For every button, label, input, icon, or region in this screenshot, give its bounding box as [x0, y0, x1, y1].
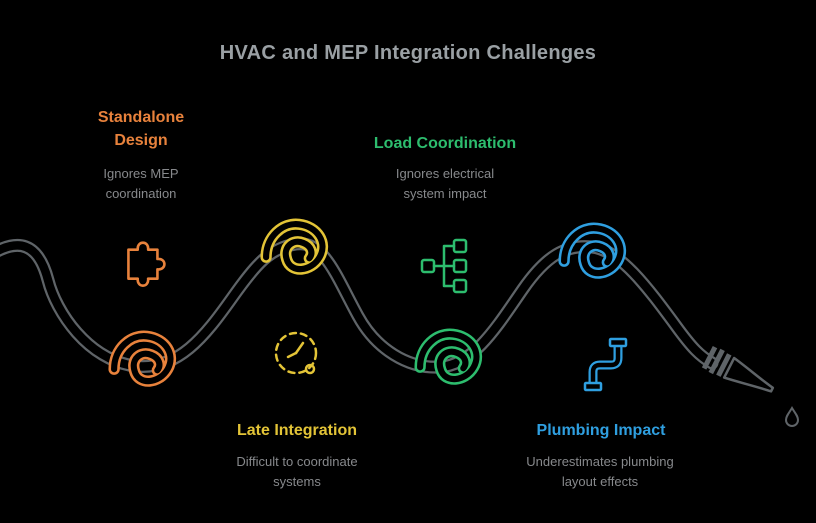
milestone-subtitle-late-integration: Difficult to coordinate systems: [236, 454, 358, 489]
milestone-subtitle-standalone-design: Ignores MEP coordination: [103, 166, 179, 201]
hose-loop-icon: [108, 330, 177, 387]
milestone-subtitle-load-coordination: Ignores electrical system impact: [395, 166, 495, 201]
nozzle-icon: [701, 345, 775, 393]
milestone-title-standalone-design: Standalone Design: [97, 109, 185, 150]
page-title: HVAC and MEP Integration Challenges: [219, 42, 597, 64]
milestone-title-load-coordination: Load Coordination: [373, 135, 517, 152]
milestone-subtitle-plumbing-impact: Underestimates plumbing layout effects: [526, 454, 674, 489]
milestone-title-plumbing-impact: Plumbing Impact: [536, 422, 666, 439]
hose-loop-icon: [260, 218, 329, 275]
milestone-title-late-integration: Late Integration: [236, 422, 357, 439]
pipe-icon: [583, 337, 628, 392]
droplet-icon: [784, 406, 800, 427]
puzzle-icon: [127, 241, 166, 287]
hose-loop-icon: [414, 328, 483, 385]
hose-loop-icon: [558, 222, 627, 279]
network-icon: [420, 238, 468, 294]
clock-icon: [274, 331, 318, 375]
